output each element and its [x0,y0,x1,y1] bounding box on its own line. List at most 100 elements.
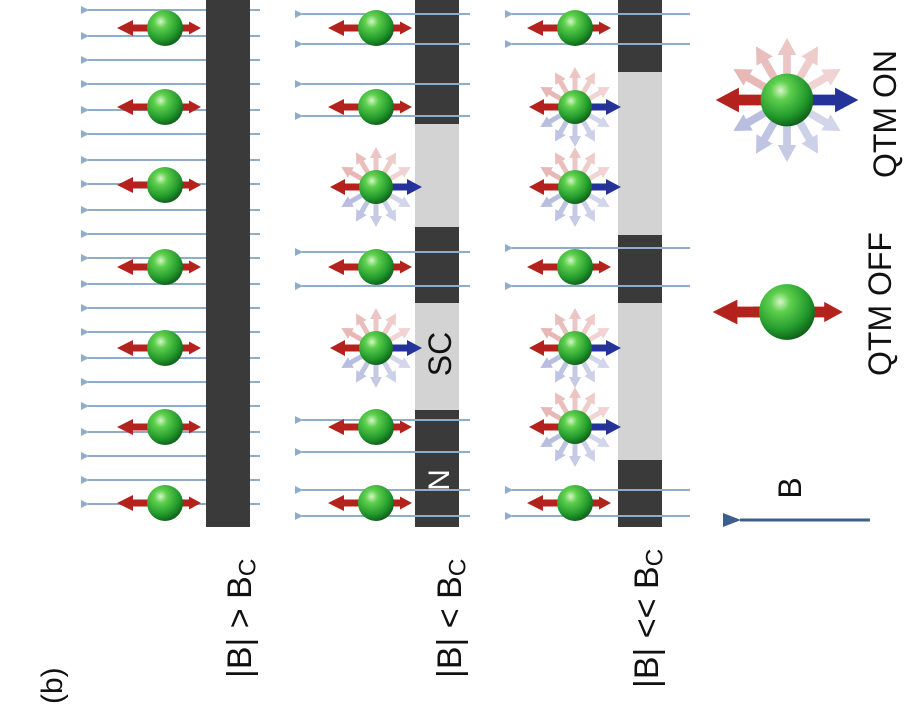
spin-up-arrow [328,20,380,36]
panel-label: (b) [36,667,69,704]
spin-qtm-off [117,485,201,521]
legend-qtm-off-label: QTM OFF [862,232,898,376]
tilted-spin-arrow [569,107,581,147]
spin-up-arrow [330,179,376,195]
tilted-spin-arrow [777,38,797,100]
spin-sphere [147,167,183,203]
spin-up-arrow [328,259,380,275]
row-condition-label: |B| < BC [430,548,472,678]
spin-sphere [358,249,394,285]
spin-qtm-off [328,249,412,285]
tilted-spin-arrow [777,100,797,162]
spin-sphere [147,485,183,521]
spin-qtm-on [529,308,621,388]
normal-region-bar [618,235,662,303]
spin-sphere [358,409,394,445]
spin-up-arrow [715,87,787,113]
spin-up-arrow [529,179,575,195]
spin-sphere [760,73,814,127]
spin-qtm-off [712,284,843,340]
spin-up-arrow [527,495,579,511]
spin-sphere [147,89,183,125]
spin-sphere [147,330,183,366]
row-condition-label: |B| > BC [220,548,262,678]
spin-up-arrow [117,259,169,275]
tilted-spin-arrow [569,348,581,388]
spin-sphere [558,410,592,444]
normal-region-bar [618,0,662,72]
spin-up-arrow [712,299,794,325]
normal-region-bar [415,227,459,303]
normal-region-bar [206,0,250,527]
spin-qtm-off [117,167,201,203]
normal-region-bar [415,0,459,124]
tilted-spin-arrow [569,147,581,187]
spin-down-arrow [575,340,621,356]
spin-sphere [359,170,393,204]
spin-qtm-off [117,10,201,46]
spin-up-arrow [330,340,376,356]
spin-qtm-off [328,10,412,46]
spin-qtm-on [529,67,621,147]
condition-text: |B| << B [628,566,666,688]
spin-up-arrow [529,99,575,115]
condition-text: |B| > B [221,576,259,678]
spin-qtm-off [117,330,201,366]
spin-qtm-on [529,387,621,467]
tilted-spin-arrow [370,308,382,348]
condition-subscript: C [234,558,262,577]
spin-qtm-on [529,147,621,227]
spin-sphere [557,485,593,521]
tilted-spin-arrow [569,387,581,427]
spin-down-arrow [787,87,859,113]
spin-qtm-off [117,89,201,125]
condition-text: |B| < B [431,576,469,678]
condition-subscript: C [641,548,669,567]
spin-sphere [358,10,394,46]
spin-qtm-off [328,409,412,445]
spin-up-arrow [527,20,579,36]
spin-up-arrow [328,419,380,435]
spin-up-arrow [117,20,169,36]
tilted-spin-arrow [569,427,581,467]
spin-qtm-off [527,249,611,285]
spin-sphere [558,170,592,204]
spin-qtm-off [117,249,201,285]
spin-qtm-off [117,409,201,445]
spin-up-arrow [117,495,169,511]
field-direction-label: B [772,477,808,499]
spin-qtm-on [330,147,422,227]
spin-sphere [557,10,593,46]
spin-sphere [358,89,394,125]
spin-sphere [147,10,183,46]
tilted-spin-arrow [370,147,382,187]
spin-qtm-on [330,308,422,388]
spin-sphere [558,90,592,124]
spin-qtm-off [527,485,611,521]
tilted-spin-arrow [370,348,382,388]
spin-up-arrow [117,99,169,115]
normal-region-bar [415,410,459,527]
row-condition-label: |B| << BC [627,538,669,688]
spin-down-arrow [575,99,621,115]
tilted-spin-arrow [569,308,581,348]
normal-region-label: N [423,469,456,491]
condition-subscript: C [444,558,472,577]
spin-up-arrow [117,177,169,193]
tilted-spin-arrow [569,67,581,107]
spin-sphere [147,249,183,285]
tilted-spin-arrow [370,187,382,227]
spin-up-arrow [117,419,169,435]
spin-sphere [558,331,592,365]
spin-qtm-off [328,89,412,125]
spin-up-arrow [328,99,380,115]
spin-down-arrow [575,419,621,435]
spin-down-arrow [575,179,621,195]
spin-up-arrow [529,419,575,435]
legend-qtm-on-label: QTM ON [867,50,903,178]
tilted-spin-arrow [569,187,581,227]
spin-sphere [147,409,183,445]
spin-up-arrow [529,340,575,356]
spin-down-arrow [376,340,422,356]
